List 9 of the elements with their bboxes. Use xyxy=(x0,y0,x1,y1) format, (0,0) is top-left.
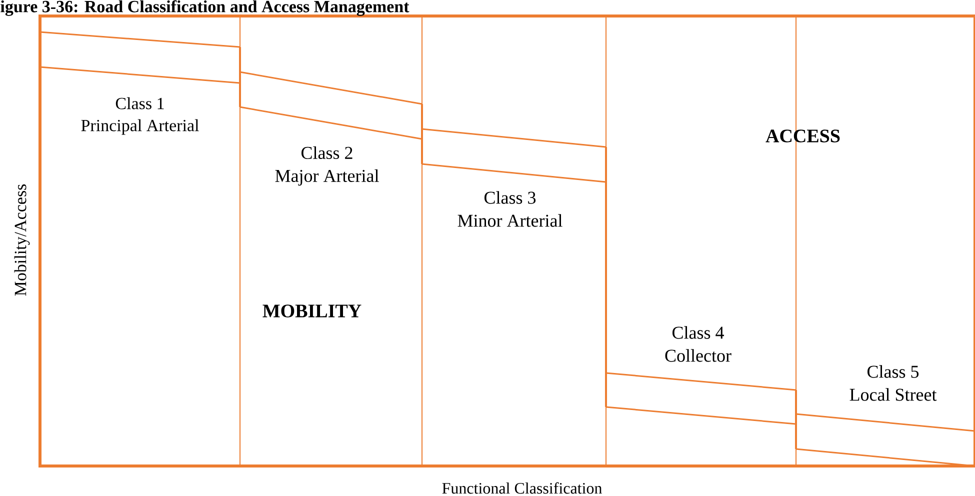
region-label: MOBILITY xyxy=(262,304,362,318)
class-label: Class 5 Local Street xyxy=(850,365,937,401)
class-label: Class 2 Major Arterial xyxy=(275,146,379,186)
axis-label: Mobility/Access xyxy=(14,184,30,296)
class-label: Class 3 Minor Arterial xyxy=(458,191,562,227)
figure-title: igure 3-36: Road Classification and Access Management xyxy=(0,0,410,16)
class-label: Class 1 Principal Arterial xyxy=(81,97,199,135)
axis-label: Functional Classification xyxy=(442,482,602,494)
class-label: Class 4 Collector xyxy=(665,326,732,362)
